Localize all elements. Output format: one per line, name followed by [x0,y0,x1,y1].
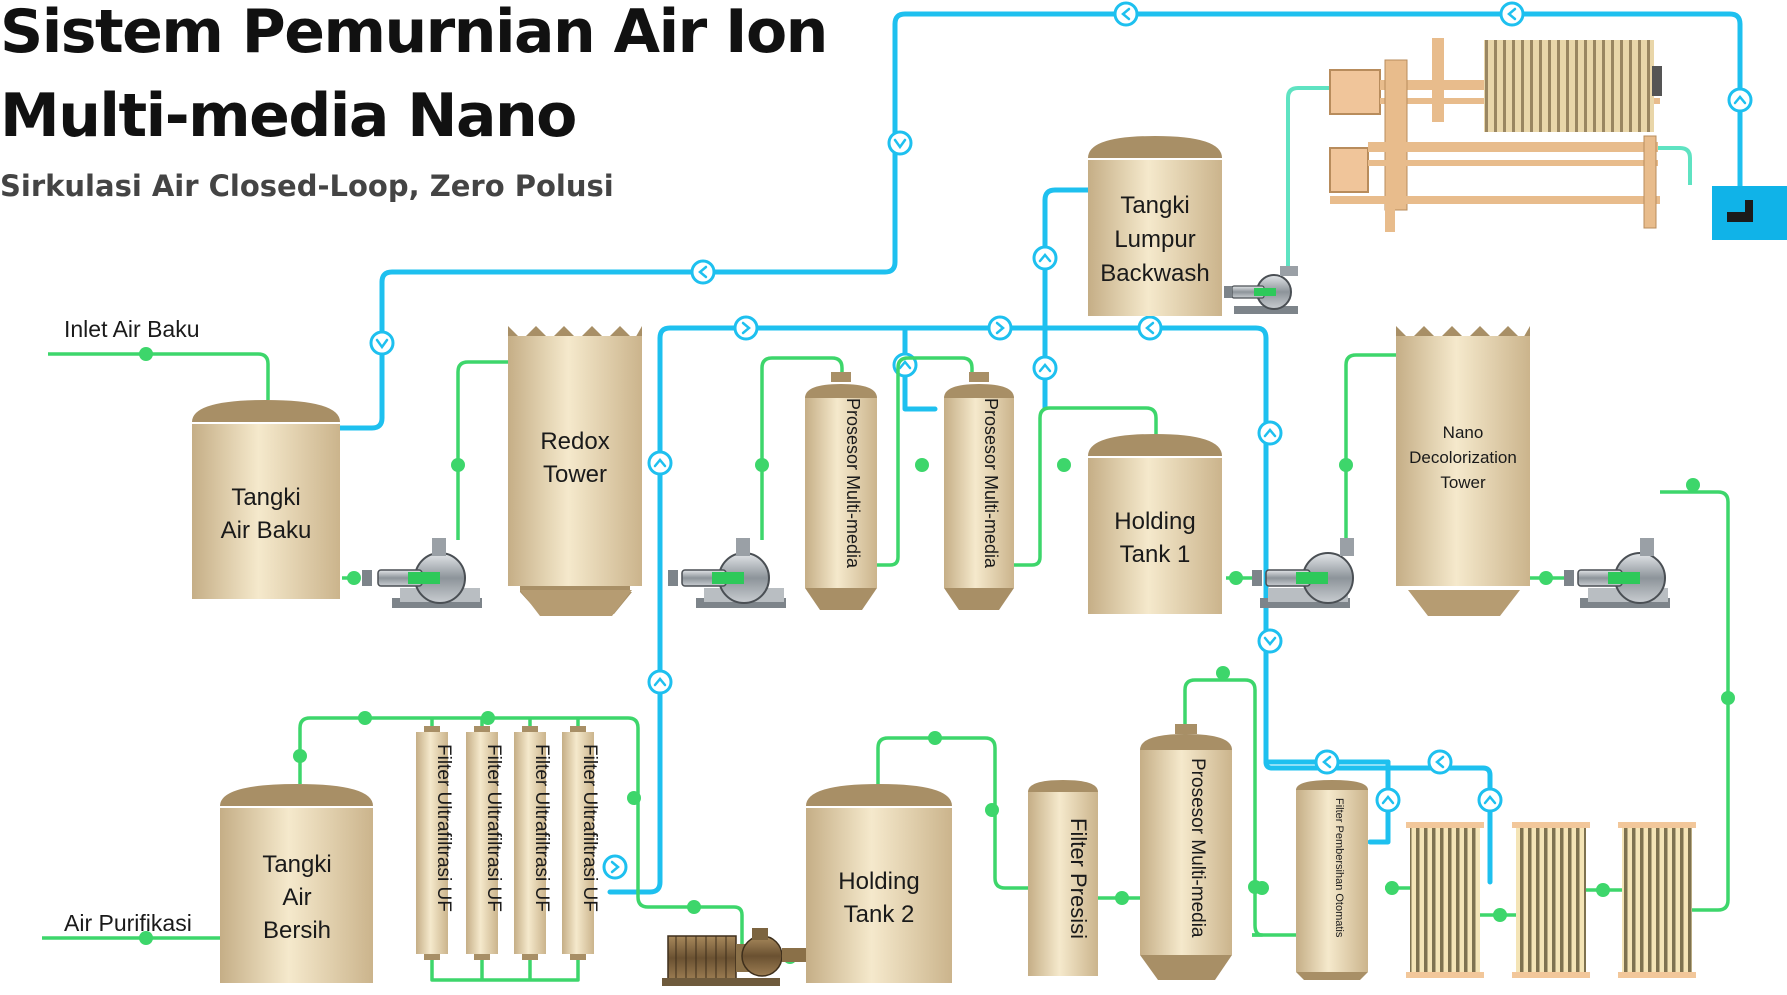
uf-filter-4[interactable]: Filter Ultrafiltrasi UF [562,726,600,960]
auto-filter-label: Filter Pembersihan Otomatis [1333,798,1345,938]
outlet-label: Air Purifikasi [64,910,192,936]
sludge-pump[interactable] [1224,266,1298,314]
precision-filter[interactable]: Filter Presisi [1028,780,1098,976]
process-flow-markers [139,347,1735,964]
nano-label-3: Tower [1440,473,1486,492]
holding-2-label-1: Holding [838,868,919,895]
pump-1[interactable] [362,538,482,608]
backwash-flow-chevrons [375,7,1747,874]
pump-2[interactable] [668,538,786,608]
nano-label-1: Nano [1443,423,1484,442]
uf-filter-bank[interactable]: Filter Ultrafiltrasi UF Filter Ultrafilt… [416,726,600,960]
membrane-modules [1406,822,1696,978]
redox-tower[interactable]: Redox Tower [508,326,642,616]
holding-tank-1[interactable]: Holding Tank 1 [1088,434,1222,614]
sludge-label-1: Tangki [1120,192,1189,219]
multimedia-processor-3[interactable]: Prosesor Multi-media [1140,724,1232,980]
redox-label-2: Tower [543,461,607,488]
clean-tank-label-1: Tangki [262,851,331,878]
multimedia-1-label: Prosesor Multi-media [843,398,863,569]
auto-cleaning-filter[interactable]: Filter Pembersihan Otomatis [1296,780,1368,980]
raw-tank-label-2: Air Baku [221,517,312,544]
membrane-module-2[interactable] [1512,822,1590,978]
multimedia-processor-1[interactable]: Prosesor Multi-media [805,372,877,610]
holding-tank-2[interactable]: Holding Tank 2 [806,784,952,983]
membrane-module-1[interactable] [1406,822,1484,978]
raw-tank-label-1: Tangki [231,484,300,511]
sludge-label-3: Backwash [1100,260,1209,287]
uf-1-label: Filter Ultrafiltrasi UF [433,744,454,912]
uf-filter-1[interactable]: Filter Ultrafiltrasi UF [416,726,454,960]
uf-filter-2[interactable]: Filter Ultrafiltrasi UF [466,726,504,960]
clean-tank-label-2: Air [282,884,311,911]
pump-4[interactable] [1564,538,1670,608]
nano-label-2: Decolorization [1409,448,1517,467]
uf-4-label: Filter Ultrafiltrasi UF [579,744,600,912]
multimedia-processor-2[interactable]: Prosesor Multi-media [944,372,1014,610]
subtitle: Sirkulasi Air Closed-Loop, Zero Polusi [0,169,614,203]
raw-water-tank[interactable]: Tangki Air Baku [192,400,340,599]
title-line-1: Sistem Pemurnian Air Ion [0,0,827,67]
holding-1-label-2: Tank 1 [1120,541,1191,568]
inlet-label: Inlet Air Baku [64,316,200,342]
nano-decolorization-tower[interactable]: Nano Decolorization Tower [1396,326,1530,616]
title-line-2: Multi-media Nano [0,81,576,151]
holding-2-label-2: Tank 2 [844,901,915,928]
precision-label: Filter Presisi [1066,818,1091,939]
motor-pump[interactable] [662,928,806,986]
sludge-backwash-tank[interactable]: Tangki Lumpur Backwash [1088,136,1222,316]
sludge-pipe [1286,86,1692,268]
uf-2-label: Filter Ultrafiltrasi UF [483,744,504,912]
multimedia-2-label: Prosesor Multi-media [981,398,1001,569]
backwash-flow-markers [369,1,1753,880]
sludge-label-2: Lumpur [1114,226,1195,253]
clean-water-tank[interactable]: Tangki Air Bersih [220,784,373,983]
pump-3[interactable] [1252,538,1354,608]
uf-filter-3[interactable]: Filter Ultrafiltrasi UF [514,726,552,960]
clean-tank-label-3: Bersih [263,917,331,944]
membrane-module-3[interactable] [1618,822,1696,978]
filter-press[interactable] [1329,38,1662,232]
redox-label-1: Redox [540,428,609,455]
collector-tray [1712,186,1787,240]
multimedia-3-label: Prosesor Multi-media [1187,758,1208,938]
uf-3-label: Filter Ultrafiltrasi UF [531,744,552,912]
holding-1-label-1: Holding [1114,508,1195,535]
